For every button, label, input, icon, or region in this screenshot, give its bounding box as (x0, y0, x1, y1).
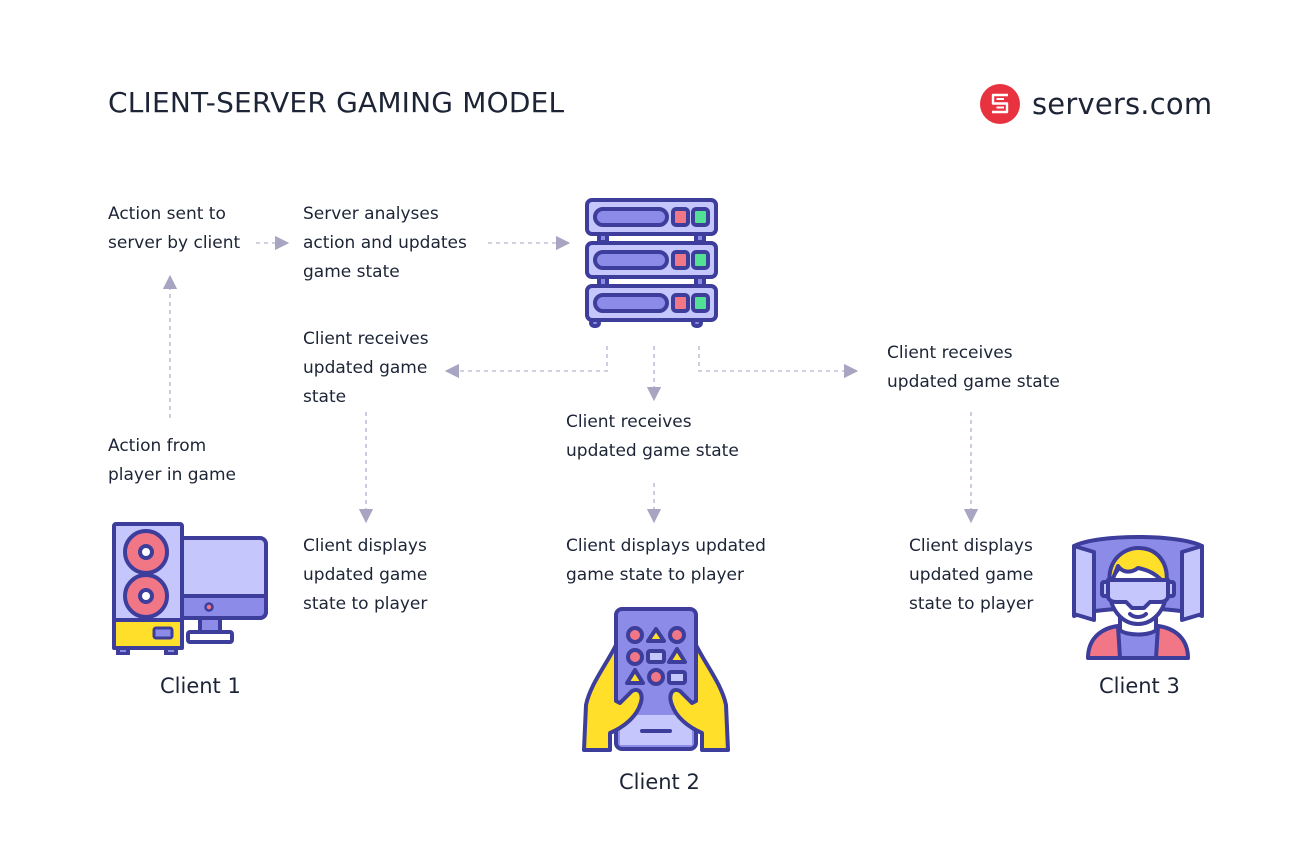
step-client-receives-1: Client receives updated game state (303, 329, 429, 407)
step-server-analyses: Server analyses action and updates game … (303, 204, 467, 282)
server-rack-icon (585, 198, 718, 328)
client-2-label: Client 2 (619, 770, 700, 794)
client-1-label: Client 1 (160, 674, 241, 698)
step-action-from-player: Action from player in game (108, 436, 236, 485)
brand-name: servers.com (1032, 87, 1213, 121)
client-3-label: Client 3 (1099, 674, 1180, 698)
step-action-sent: Action sent to server by client (108, 204, 241, 253)
servers-com-logo-icon (980, 84, 1020, 124)
arrow-server-to-receives-3 (698, 346, 859, 379)
page-title: CLIENT-SERVER GAMING MODEL (108, 86, 565, 119)
arrow-server-to-receives-1 (444, 346, 608, 379)
step-client-displays-3: Client displays updated game state to pl… (909, 536, 1034, 614)
desktop-computer-icon (112, 522, 268, 655)
step-client-displays-2: Client displays updated game state to pl… (566, 536, 766, 585)
step-client-receives-2: Client receives updated game state (566, 412, 739, 461)
vr-headset-player-icon (1072, 535, 1204, 660)
step-client-displays-1: Client displays updated game state to pl… (303, 536, 428, 614)
brand-logo: servers.com (980, 84, 1212, 124)
step-client-receives-3: Client receives updated game state (887, 343, 1060, 392)
handheld-gamepad-icon (582, 607, 730, 752)
